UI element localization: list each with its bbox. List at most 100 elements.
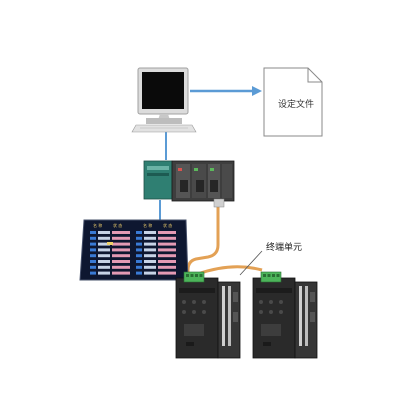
unit-screw — [202, 310, 206, 314]
plc-cable — [186, 207, 220, 278]
panel-row-icon — [90, 248, 96, 252]
panel-row-status — [158, 271, 176, 275]
connector-pin — [267, 274, 271, 277]
connector-pin — [272, 274, 275, 277]
unit-connector — [183, 271, 205, 283]
unit-screw — [269, 310, 273, 314]
panel-row-status — [112, 231, 130, 234]
unit-screw — [279, 310, 283, 314]
panel-row-name — [144, 231, 156, 234]
terminal-unit-icon — [175, 271, 318, 359]
panel-row-icon — [90, 236, 96, 240]
unit-screw — [182, 300, 186, 304]
panel-row-icon — [90, 271, 96, 275]
unit-screw — [269, 300, 273, 304]
panel-row-status — [158, 254, 176, 258]
panel-row-icon — [136, 242, 142, 246]
panel-row-status — [112, 236, 130, 240]
panel-header-name-2: 名 称 — [143, 223, 153, 228]
panel-row-name — [98, 242, 110, 246]
unit-port — [186, 342, 194, 346]
panel-header-name-1: 名 称 — [93, 223, 103, 228]
monitor-panel-icon — [79, 219, 189, 281]
connector-pin — [186, 274, 189, 277]
panel-row-icon — [136, 248, 142, 252]
panel-row-icon — [136, 254, 142, 258]
terminal-unit-pointer — [239, 250, 263, 276]
panel-row-status — [158, 236, 176, 240]
unit-screw — [192, 310, 196, 314]
document-icon — [263, 67, 323, 137]
unit-screw — [192, 300, 196, 304]
panel-row-status — [158, 231, 176, 234]
panel-row-icon — [136, 260, 142, 263]
plc-icon — [143, 160, 235, 208]
panel-row-status — [112, 254, 130, 258]
connector-pin — [263, 274, 266, 277]
panel-row-name — [98, 260, 110, 263]
panel-row-status — [158, 248, 176, 252]
unit-rail — [256, 288, 292, 293]
panel-row-name — [144, 242, 156, 246]
unit-clip — [299, 286, 302, 346]
panel-row-status — [112, 271, 130, 275]
panel-row-icon — [90, 260, 96, 263]
panel-row-status — [158, 265, 176, 269]
panel-header-status-1: 状 态 — [113, 223, 123, 228]
panel-row-icon — [136, 236, 142, 240]
unit-screw — [259, 310, 263, 314]
unit-screw — [202, 300, 206, 304]
panel-row-name — [144, 271, 156, 275]
panel-row-name — [98, 236, 110, 240]
unit-screw — [279, 300, 283, 304]
computer-icon — [131, 67, 197, 133]
panel-row-name — [144, 236, 156, 240]
daisy-chain-cable — [197, 265, 263, 276]
unit-clip — [228, 286, 231, 346]
unit-port — [263, 342, 271, 346]
panel-row-icon — [90, 242, 96, 246]
panel-row-name — [98, 248, 110, 252]
panel-row-name — [98, 254, 110, 258]
panel-highlight-marker — [107, 242, 113, 245]
panel-row-icon — [90, 265, 96, 269]
unit-clip — [305, 286, 308, 346]
unit-clip — [222, 286, 225, 346]
panel-row-icon — [90, 254, 96, 258]
panel-row-name — [144, 265, 156, 269]
panel-row-name — [144, 260, 156, 263]
terminal-unit-label: 终端单元 — [266, 243, 303, 253]
panel-row-name — [98, 231, 110, 234]
panel-row-status — [112, 248, 130, 252]
connector-pin — [276, 274, 280, 277]
unit-connector — [260, 271, 282, 283]
panel-row-name — [98, 265, 110, 269]
panel-row-icon — [90, 231, 96, 234]
panel-row-icon — [136, 231, 142, 234]
unit-screw — [259, 300, 263, 304]
panel-header-status-2: 状 态 — [163, 223, 173, 228]
connector-pin — [195, 274, 198, 277]
unit-module — [233, 312, 238, 322]
panel-row-status — [112, 260, 130, 263]
panel-row-name — [144, 248, 156, 252]
unit-module — [233, 292, 238, 302]
panel-row-status — [112, 265, 130, 269]
unit-screw — [182, 310, 186, 314]
panel-row-status — [158, 242, 176, 246]
panel-row-icon — [136, 271, 142, 275]
unit-module — [310, 312, 315, 322]
panel-row-status — [112, 242, 130, 246]
pc-to-file-arrowhead — [252, 86, 262, 96]
panel-row-name — [144, 254, 156, 258]
panel-row-name — [98, 271, 110, 275]
panel-row-status — [158, 260, 176, 263]
settings-file-label: 设定文件 — [277, 100, 314, 110]
unit-rail — [179, 288, 215, 293]
connector-pin — [199, 274, 203, 277]
unit-panel — [184, 324, 204, 336]
unit-module — [310, 292, 315, 302]
unit-panel — [261, 324, 281, 336]
